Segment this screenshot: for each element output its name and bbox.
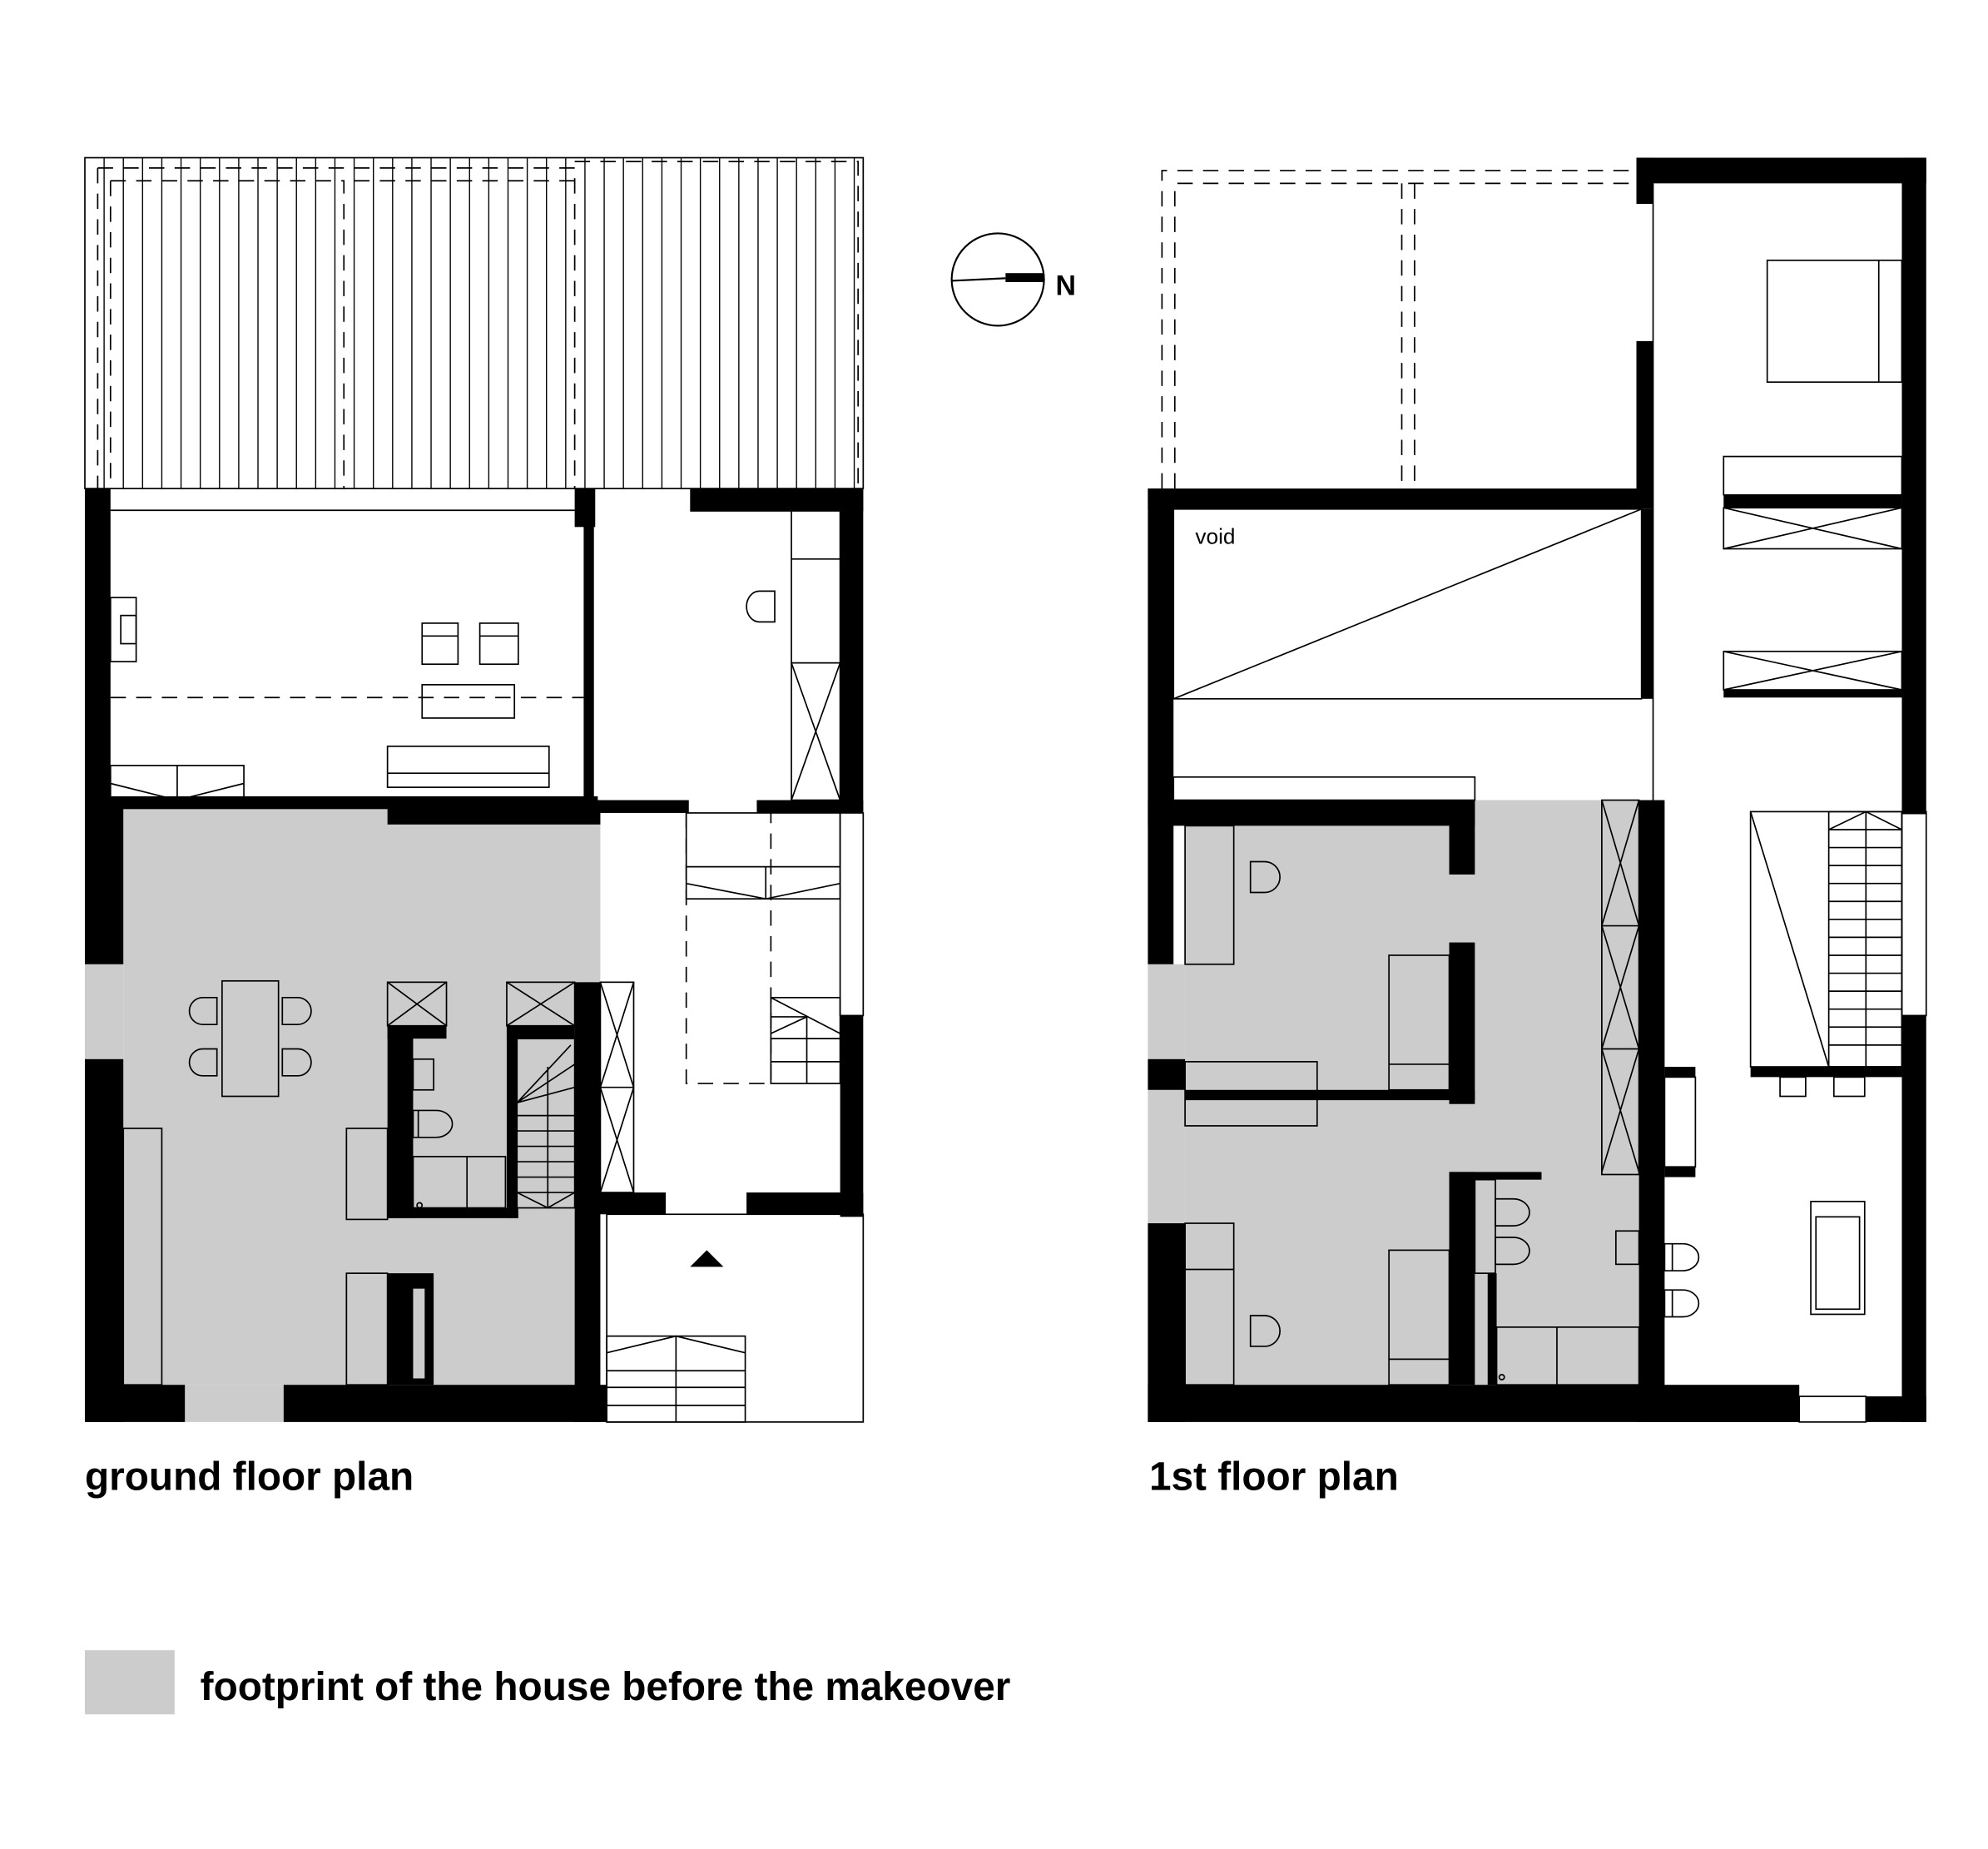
living-room (109, 509, 584, 801)
wc-stair-core (386, 981, 576, 1209)
terrace-decking (84, 156, 865, 489)
legend: footprint of the house before the makeov… (84, 1650, 1011, 1715)
master-bedroom (1723, 259, 1903, 691)
entrance-hall (599, 812, 865, 1423)
study-room (746, 509, 841, 801)
north-label: N (1055, 270, 1075, 301)
dining-area (122, 979, 389, 1386)
void-label: void (1195, 523, 1235, 548)
legend-text: footprint of the house before the makeov… (201, 1665, 1011, 1709)
ground-floor-title: ground floor plan (85, 1455, 414, 1500)
first-floor-plan: void (1148, 157, 1927, 1423)
stair-master-bath (1652, 183, 1927, 1423)
ground-walls (84, 488, 864, 1422)
void-area: void (1172, 508, 1643, 801)
north-arrow-icon: N (950, 232, 1076, 327)
kids-bathroom (1474, 1178, 1640, 1386)
legend-swatch (84, 1650, 175, 1715)
ground-floor-plan (84, 156, 865, 1423)
entrance-arrow-icon (690, 1250, 724, 1267)
first-floor-title: 1st floor plan (1149, 1455, 1399, 1500)
kids-rooms (1184, 799, 1640, 1386)
first-walls (1148, 157, 1926, 1422)
